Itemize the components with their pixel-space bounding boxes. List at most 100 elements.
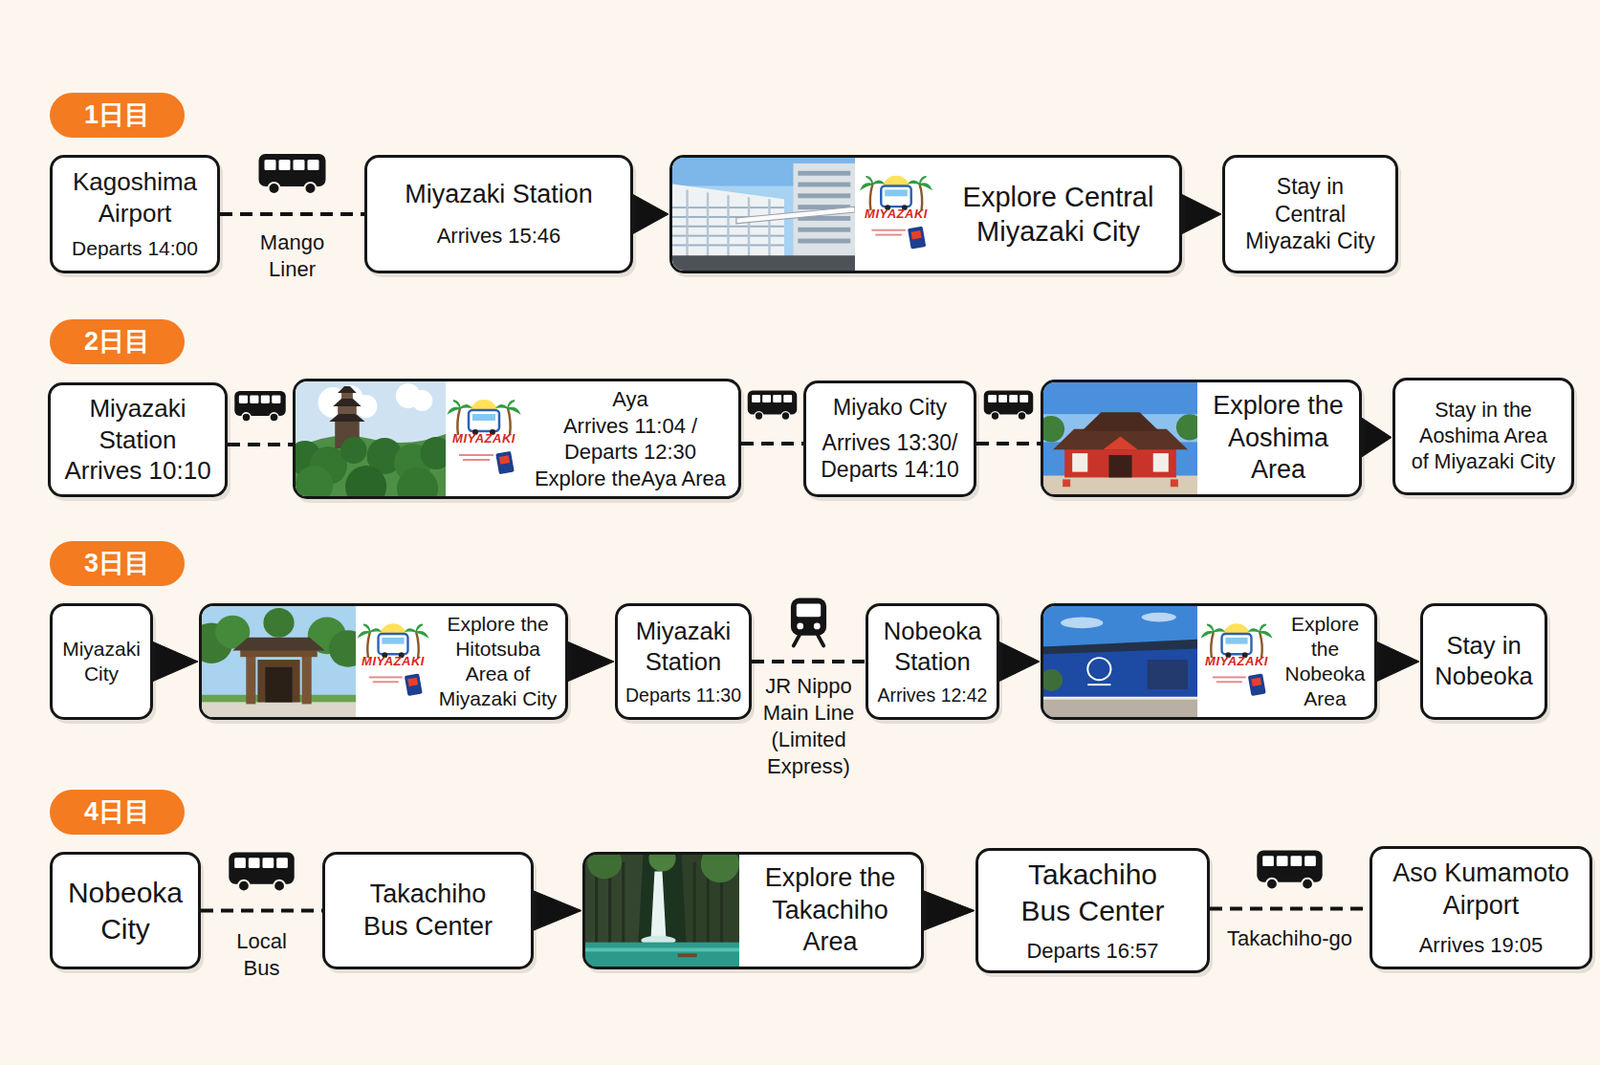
logo-wordmark: MIYAZAKI — [445, 431, 523, 447]
photo-shape — [302, 656, 312, 704]
flow-arrow — [632, 194, 669, 235]
logo-shape — [358, 624, 380, 637]
photo-shape — [1170, 479, 1179, 487]
text-stack: 1日目 — [53, 101, 181, 131]
photo-shape — [1064, 447, 1177, 478]
text-stack: Stay in Nobeoka — [1427, 631, 1540, 693]
photo-shape — [1043, 606, 1198, 718]
text-stack: Miyako CityArrives 13:30/ Departs 14:10 — [813, 394, 966, 484]
logo-shape — [472, 414, 496, 421]
photo-shape — [1043, 699, 1198, 718]
photo-shape — [1043, 382, 1198, 495]
logo-wordmark: MIYAZAKI — [1197, 654, 1276, 670]
stop-box: Nobeoka City — [49, 852, 201, 970]
text-stack: Miyazaki City — [56, 636, 147, 688]
photo-illustration — [1043, 606, 1198, 718]
text-stack: Explore the Nobeoka Area — [1278, 612, 1372, 713]
bus-icon — [1256, 850, 1322, 890]
stop-name: Miyazaki Station — [374, 178, 623, 212]
text-stack: Stay in Central Miyazaki City — [1242, 173, 1379, 256]
bus-icon — [259, 153, 327, 195]
text-area: Miyako CityArrives 13:30/ Departs 14:10 — [806, 383, 974, 495]
photo-shape — [650, 872, 666, 942]
text-stack: 4日目 — [53, 798, 181, 828]
photo-shape — [672, 255, 855, 271]
day-label: 3日目 — [53, 549, 181, 579]
route-label: Local Bus — [223, 928, 301, 983]
stop-name: Aso Kumamoto Airport — [1380, 857, 1582, 923]
text-stack: Explore the Hitotsuba Area of Miyazaki C… — [434, 612, 562, 713]
flow-arrow — [532, 891, 582, 932]
stop-name: Nobeoka Station — [873, 616, 992, 679]
logo-shape — [1225, 637, 1248, 645]
bus-icon — [234, 391, 285, 422]
stop-detail: Explore theAya Area — [527, 465, 733, 493]
stop-box: Aso Kumamoto AirportArrives 19:05 — [1369, 846, 1593, 970]
photo-illustration — [295, 381, 446, 497]
photo-shape — [621, 862, 625, 945]
text-stack: Takachiho Bus CenterDeparts 16:57 — [999, 856, 1186, 965]
route-label: Mango Liner — [249, 229, 336, 284]
logo-shape — [1222, 634, 1252, 655]
photo-shape — [1043, 416, 1065, 442]
text-area: Takachiho Bus CenterDeparts 16:57 — [978, 851, 1207, 971]
photo-shape — [340, 437, 367, 464]
stop-name: Explore the Takachiho Area — [745, 862, 916, 960]
dashed-route — [741, 441, 804, 446]
logo-shape — [507, 408, 511, 436]
stop-detail: Arrives 15:46 — [374, 222, 623, 250]
stop-detail: Arrives 13:30/ Departs 14:10 — [813, 429, 966, 485]
logo-shape — [1216, 680, 1243, 683]
logo-shape — [448, 400, 471, 414]
stop-detail: Arrives 11:04 / Departs 12:30 — [527, 413, 733, 466]
text-area: Miyazaki StationArrives 15:46 — [367, 157, 631, 271]
text-stack: Miyazaki StationArrives 15:46 — [374, 178, 623, 249]
stop-name: Miyazaki Station — [622, 616, 745, 679]
flow-arrow — [998, 641, 1040, 682]
photo-shape — [701, 854, 740, 883]
photo-shape — [1176, 414, 1198, 440]
photo-shape — [263, 608, 294, 638]
logo-shape — [1202, 624, 1224, 637]
stop-box: Takachiho Bus CenterDeparts 16:57 — [975, 848, 1210, 974]
photo-shape — [232, 637, 326, 652]
stop-detail: Arrives 10:10 — [56, 455, 220, 487]
photo-shape — [420, 437, 446, 470]
logo-shape — [907, 226, 926, 250]
dashed-route — [751, 659, 866, 664]
text-stack: Explore Central Miyazaki City — [944, 179, 1172, 250]
photo-shape — [648, 854, 676, 873]
photo-shape — [797, 171, 851, 176]
day-label: 4日目 — [53, 798, 181, 828]
photo-shape — [1141, 613, 1177, 623]
logo-wordmark: MIYAZAKI — [854, 206, 938, 222]
logo-shape — [381, 637, 404, 645]
photo-illustration — [672, 157, 855, 271]
logo-shape — [406, 624, 428, 637]
dashed-route — [200, 909, 323, 914]
photo-shape — [1147, 659, 1188, 690]
stop-name: Miyako City — [813, 394, 966, 422]
flow-arrow — [567, 641, 614, 682]
logo-wordmark: MIYAZAKI — [355, 654, 431, 670]
stop-name: Stay in Nobeoka — [1427, 631, 1540, 693]
dashed-route — [976, 441, 1041, 446]
day-badge: 3日目 — [49, 541, 185, 587]
text-stack: Nobeoka City — [57, 875, 194, 947]
stop-name: Explore Central Miyazaki City — [944, 179, 1172, 250]
text-stack: Explore the Takachiho Area — [745, 862, 916, 960]
photo-shape — [585, 948, 740, 953]
route-label: Takachiho-go — [1218, 925, 1362, 953]
photo-shape — [585, 942, 740, 967]
day-badge: 1日目 — [49, 92, 185, 138]
photo-shape — [328, 630, 356, 668]
text-area: Explore the Nobeoka Area — [1275, 606, 1375, 718]
stop-name: Aya — [527, 386, 733, 414]
photo-shape — [1102, 437, 1138, 451]
text-stack: Stay in the Aoshima Area of Miyazaki Cit… — [1408, 397, 1558, 476]
text-area: Nobeoka City — [52, 854, 198, 967]
logo-shape — [468, 410, 500, 432]
text-stack: Takachiho Bus Center — [344, 878, 512, 944]
text-stack: Miyazaki StationArrives 10:10 — [56, 393, 220, 487]
photo-shape — [1043, 476, 1198, 496]
